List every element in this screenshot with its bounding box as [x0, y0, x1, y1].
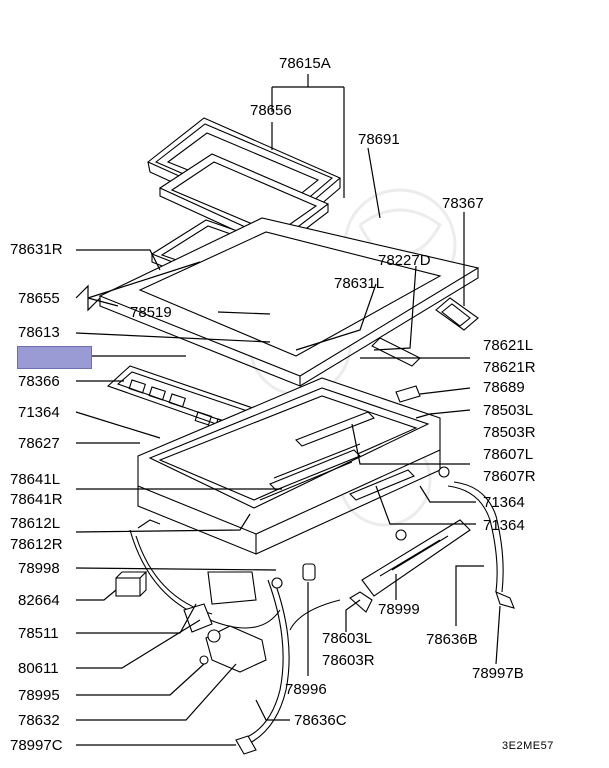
part-label-78656[interactable]: 78656 [250, 102, 292, 119]
part-label-78655[interactable]: 78655 [18, 290, 60, 307]
part-label-78627[interactable]: 78627 [18, 435, 60, 452]
part-label-78641L[interactable]: 78641L [10, 471, 61, 488]
part-label-78632[interactable]: 78632 [18, 712, 60, 729]
part-label-78511[interactable]: 78511 [18, 625, 59, 642]
part-label-71364-b[interactable]: 71364 [483, 494, 525, 511]
part-label-78997B[interactable]: 78997B [472, 665, 524, 682]
part-label-78689[interactable]: 78689 [483, 379, 525, 396]
part-label-78367[interactable]: 78367 [442, 195, 484, 212]
part-label-78997C[interactable]: 78997C [10, 737, 63, 754]
diagram-code: 3E2ME57 [502, 740, 554, 752]
part-label-78607L[interactable]: 78607L [483, 446, 534, 463]
part-label-78366[interactable]: 78366 [18, 373, 60, 390]
roof-panel-78613 [98, 217, 480, 387]
part-label-71364-c[interactable]: 71364 [483, 517, 525, 534]
part-label-78631L[interactable]: 78631L [334, 275, 385, 292]
part-label-78612L[interactable]: 78612L [10, 515, 61, 532]
part-label-78519[interactable]: 78519 [130, 304, 172, 321]
part-label-78636B[interactable]: 78636B [426, 631, 478, 648]
part-label-78999[interactable]: 78999 [378, 601, 420, 618]
part-label-78603L[interactable]: 78603L [322, 630, 373, 647]
part-label-78607R[interactable]: 78607R [483, 468, 536, 485]
part-label-78603R[interactable]: 78603R [322, 652, 375, 669]
part-label-78227D[interactable]: 78227D [378, 252, 431, 269]
part-label-78996[interactable]: 78996 [285, 681, 327, 698]
part-label-78691[interactable]: 78691 [358, 131, 400, 148]
rail-78367 [435, 297, 479, 331]
part-label-78636C[interactable]: 78636C [294, 712, 347, 729]
part-label-71364-a[interactable]: 71364 [18, 404, 60, 421]
part-label-82664[interactable]: 82664 [18, 592, 60, 609]
part-label-78612R[interactable]: 78612R [10, 536, 63, 553]
part-label-78995[interactable]: 78995 [18, 687, 60, 704]
guide-rails [269, 337, 421, 501]
part-label-78998[interactable]: 78998 [18, 560, 60, 577]
part-label-78503R[interactable]: 78503R [483, 424, 536, 441]
highlighted-part-box[interactable] [17, 346, 92, 369]
part-label-78621R[interactable]: 78621R [483, 359, 536, 376]
small-parts [115, 466, 515, 755]
leader-lines [75, 74, 501, 746]
part-label-80611[interactable]: 80611 [18, 660, 59, 677]
part-label-78503L[interactable]: 78503L [483, 402, 534, 419]
part-label-78621L[interactable]: 78621L [483, 337, 534, 354]
part-label-78641R[interactable]: 78641R [10, 491, 63, 508]
part-label-78631R[interactable]: 78631R [10, 241, 63, 258]
part-label-78615A[interactable]: 78615A [279, 55, 331, 72]
part-label-78613[interactable]: 78613 [18, 324, 60, 341]
